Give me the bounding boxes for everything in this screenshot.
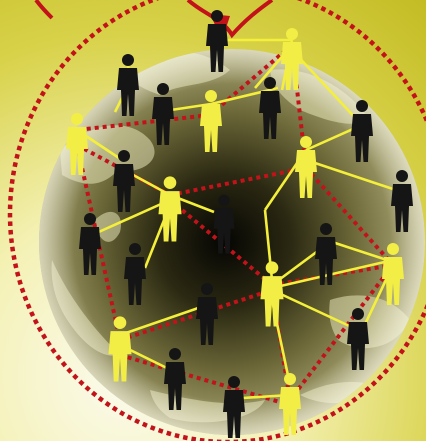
network-illustration <box>0 0 426 441</box>
network-globe-scene <box>0 0 426 441</box>
